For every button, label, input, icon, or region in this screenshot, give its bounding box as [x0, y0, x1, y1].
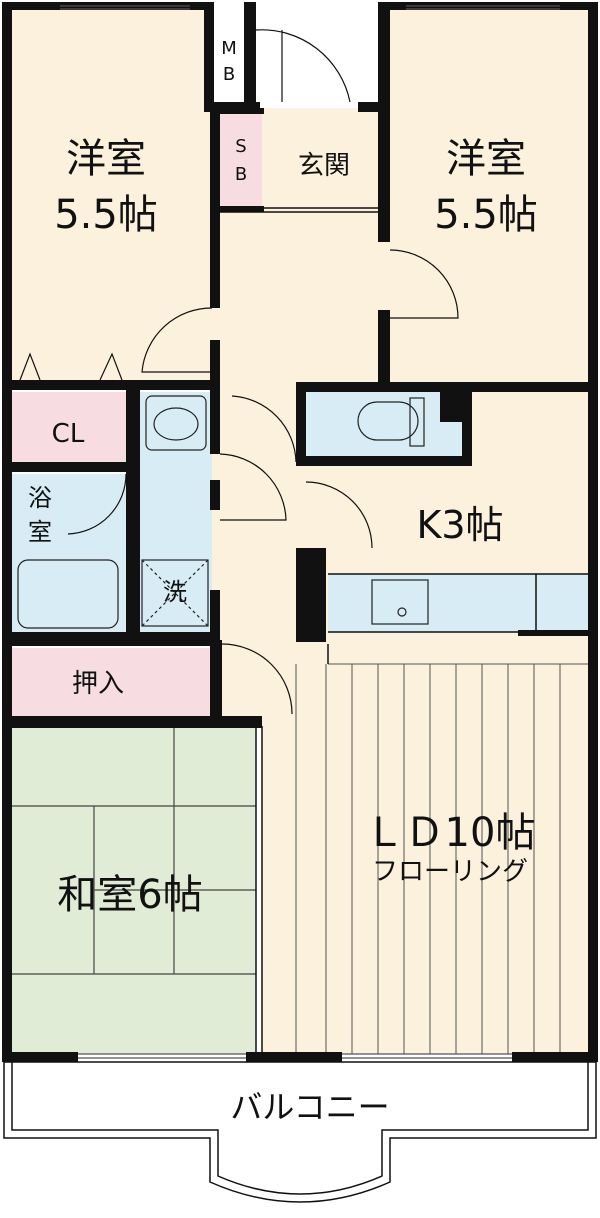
windows — [60, 5, 560, 1059]
left-room-door — [141, 307, 213, 373]
entrance-door — [255, 29, 351, 103]
toilet-bowl — [357, 401, 419, 441]
closet-label: CL — [52, 419, 85, 449]
entrance-fill — [262, 108, 378, 210]
kitchen-label: K3帖 — [416, 503, 503, 547]
kitchen-door — [305, 481, 373, 549]
bath-label-2: 室 — [28, 518, 52, 546]
balcony — [3, 1061, 597, 1203]
ld-flooring-lines — [295, 663, 588, 1054]
mb-label-1: M — [221, 38, 237, 59]
entrance-label: 玄関 — [298, 151, 350, 181]
room-labels: 洋室 5.5帖 洋室 5.5帖 M B S B 玄関 CL 浴 室 洗 K3帖 … — [28, 38, 538, 1126]
door-swings — [19, 29, 459, 715]
bath-fill — [12, 474, 126, 632]
kitchen-sink — [371, 579, 429, 625]
toilet-fill-top — [302, 392, 462, 464]
toilet-door — [231, 395, 297, 463]
sb-label-1: S — [235, 136, 246, 157]
western-room-left-fill — [10, 8, 212, 383]
mb-label-2: B — [223, 64, 235, 85]
washbasin — [145, 395, 207, 451]
balcony-label: バルコニー — [230, 1088, 389, 1126]
washroom-fill — [140, 392, 212, 632]
thin-lines — [220, 207, 588, 1054]
fixtures — [17, 395, 429, 629]
bath-door — [67, 473, 127, 535]
ld-floor-label: フローリング — [372, 857, 528, 887]
ld-door — [221, 643, 293, 715]
bath-label-1: 浴 — [28, 484, 52, 512]
western-room-right-fill — [388, 8, 590, 383]
western-left-name: 洋室 — [66, 136, 146, 182]
right-room-door — [389, 249, 459, 319]
washer-label: 洗 — [163, 578, 187, 606]
washitsu-label: 和室6帖 — [57, 872, 202, 918]
western-right-name: 洋室 — [446, 136, 526, 182]
closet-doors — [19, 352, 123, 381]
sb-fill — [220, 114, 262, 208]
oshiire-label: 押入 — [72, 669, 124, 699]
oshiire-fill — [12, 648, 210, 716]
tatami-lines — [12, 726, 256, 975]
kitchen-counter-fill — [328, 574, 588, 632]
western-right-size: 5.5帖 — [434, 192, 538, 238]
ld-label: ＬＤ10帖 — [365, 810, 536, 856]
wash-door — [219, 453, 287, 521]
closet-fill — [12, 392, 126, 464]
bathtub — [17, 559, 119, 629]
sb-label-2: B — [235, 164, 247, 185]
western-left-size: 5.5帖 — [54, 192, 158, 238]
walls — [2, 2, 598, 1062]
